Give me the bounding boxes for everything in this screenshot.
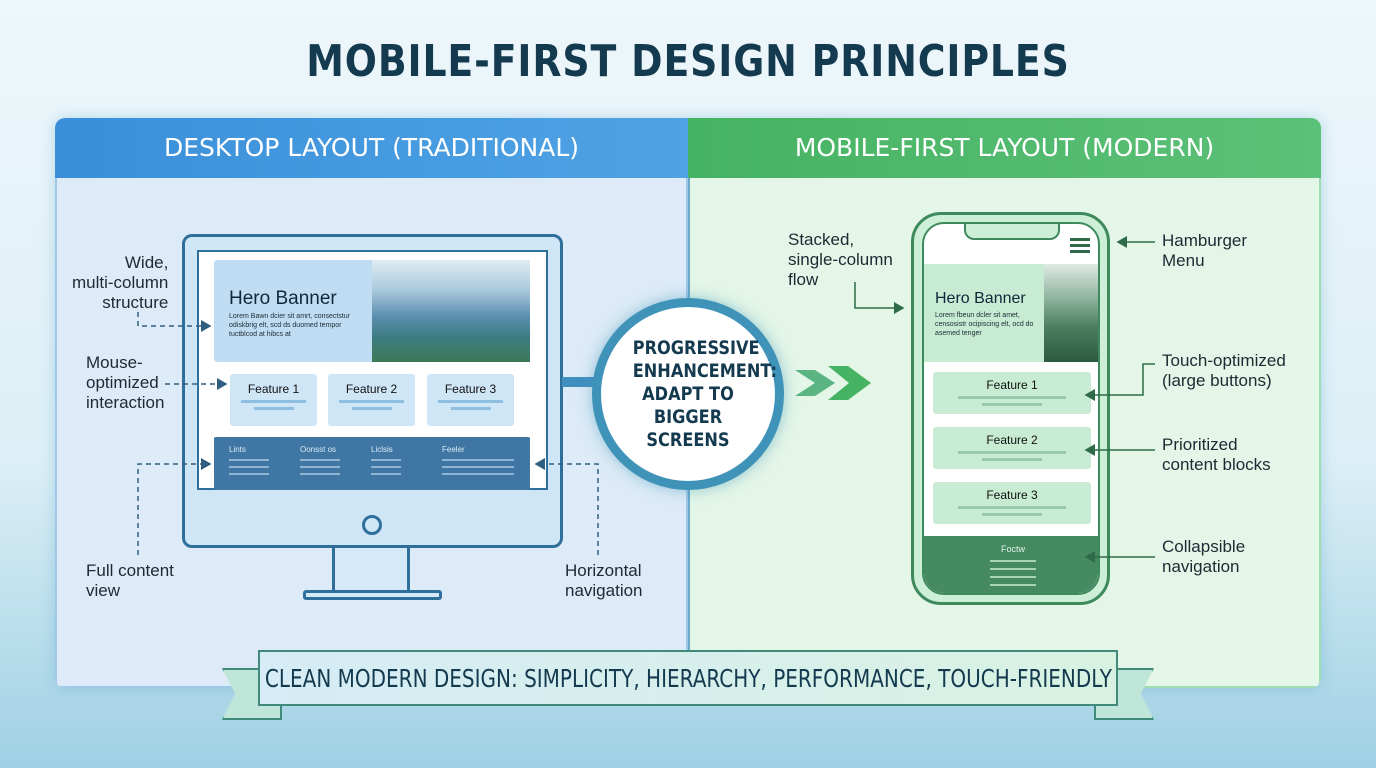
mobile-hero-banner: Hero Banner Lorem fbeun dcler sit amet, … <box>924 264 1098 362</box>
progressive-enhancement-circle: PROGRESSIVE ENHANCEMENT: ADAPT TO BIGGER… <box>592 298 784 490</box>
power-button-icon <box>362 515 382 535</box>
footer-col[interactable]: Liclsis <box>371 445 393 454</box>
footer-col[interactable]: Lints <box>229 445 246 454</box>
phone-screen: Hero Banner Lorem fbeun dcler sit amet, … <box>922 222 1100 595</box>
mobile-footer-nav[interactable]: Foctw <box>924 536 1098 593</box>
footer-col[interactable]: Feeler <box>442 445 465 454</box>
annotation-collapsible: Collapsible navigation <box>1162 537 1246 576</box>
annotation-prioritized: Prioritized content blocks <box>1162 435 1271 474</box>
mobile-feature-3[interactable]: Feature 3 <box>933 482 1091 524</box>
desktop-hero-banner: Hero Banner Lorem Bawn dcier sit amrt, c… <box>214 260 530 362</box>
annotation-horizontal-nav: Horizontal navigation <box>565 561 643 600</box>
mobile-hero-text: Lorem fbeun dcler sit amet, censosistr o… <box>935 312 1034 337</box>
annotation-stacked-flow: Stacked, single-column flow <box>788 230 893 289</box>
mobile-feature-1[interactable]: Feature 1 <box>933 372 1091 414</box>
desktop-hero-text: Lorem Bawn dcier sit amrt, consectstur o… <box>229 313 350 338</box>
footer-col[interactable]: Oonsst os <box>300 445 337 454</box>
banner-text: CLEAN MODERN DESIGN: SIMPLICITY, HIERARC… <box>264 663 1112 693</box>
desktop-feature-2[interactable]: Feature 2 <box>328 374 415 426</box>
annotation-wide-structure: Wide, multi-column structure <box>72 253 169 312</box>
desktop-footer-nav: Lints Oonsst os Liclsis Feeler <box>214 437 530 490</box>
bottom-banner: CLEAN MODERN DESIGN: SIMPLICITY, HIERARC… <box>258 650 1118 706</box>
annotation-touch-optimized: Touch-optimized (large buttons) <box>1162 351 1286 390</box>
mountain-image <box>372 260 530 362</box>
annotation-hamburger: Hamburger Menu <box>1162 231 1248 270</box>
mobile-footer-label: Foctw <box>1000 544 1025 554</box>
mobile-feature-2[interactable]: Feature 2 <box>933 427 1091 469</box>
center-text: PROGRESSIVE ENHANCEMENT: ADAPT TO BIGGER… <box>632 336 777 451</box>
desktop-feature-1[interactable]: Feature 1 <box>230 374 317 426</box>
desktop-header: DESKTOP LAYOUT (TRADITIONAL) <box>55 118 688 178</box>
forest-image <box>1044 264 1098 362</box>
phone-notch <box>964 224 1060 240</box>
mobile-hero-title: Hero Banner <box>935 290 1026 307</box>
annotation-mouse-optimized: Mouse- optimized interaction <box>86 353 165 412</box>
annotation-full-content: Full content view <box>86 561 174 600</box>
monitor-base <box>303 590 442 600</box>
hamburger-menu-icon[interactable] <box>1070 238 1090 241</box>
page-title: MOBILE-FIRST DESIGN PRINCIPLES <box>306 36 1070 87</box>
mobile-header: MOBILE-FIRST LAYOUT (MODERN) <box>688 118 1321 178</box>
monitor-neck <box>332 548 410 592</box>
desktop-feature-3[interactable]: Feature 3 <box>427 374 514 426</box>
desktop-hero-title: Hero Banner <box>229 288 337 309</box>
